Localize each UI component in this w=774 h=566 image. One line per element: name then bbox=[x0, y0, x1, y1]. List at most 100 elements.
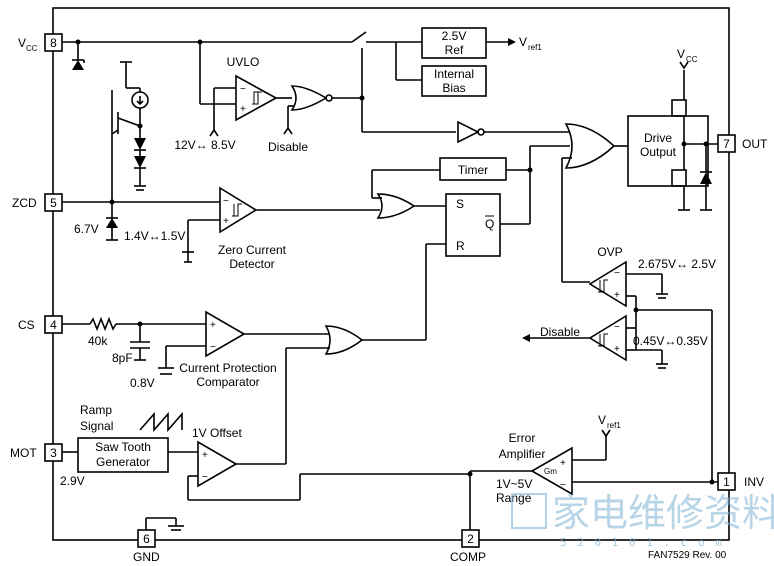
sawtooth-generator bbox=[77, 437, 169, 473]
svg-text:V: V bbox=[677, 47, 685, 61]
svg-text:6: 6 bbox=[143, 532, 150, 546]
revision-label: FAN7529 Rev. 00 bbox=[648, 550, 727, 561]
error-amplifier bbox=[530, 446, 573, 496]
svg-text:Internal: Internal bbox=[434, 67, 474, 81]
svg-text:ref1: ref1 bbox=[607, 421, 621, 430]
svg-text:OUT: OUT bbox=[742, 137, 768, 151]
svg-text:4: 4 bbox=[50, 318, 57, 332]
diode-icon-2 bbox=[134, 156, 146, 168]
svg-text:+: + bbox=[614, 344, 620, 355]
svg-text:−: − bbox=[223, 196, 229, 207]
svg-text:+: + bbox=[210, 320, 216, 331]
svg-text:+: + bbox=[223, 216, 229, 227]
svg-text:V: V bbox=[18, 36, 26, 50]
ramp-waveform-icon bbox=[139, 411, 183, 433]
svg-text:CS: CS bbox=[18, 318, 35, 332]
svg-text:OVP: OVP bbox=[597, 245, 622, 259]
svg-text:Bias: Bias bbox=[442, 81, 465, 95]
svg-text:1V Offset: 1V Offset bbox=[192, 426, 242, 440]
pin-out: 7 OUT bbox=[717, 134, 768, 153]
ref-block bbox=[421, 27, 487, 59]
uvlo-nor-gate bbox=[290, 85, 328, 111]
pin-vcc: 8 V CC bbox=[18, 33, 63, 53]
svg-text:0.45V↔0.35V: 0.45V↔0.35V bbox=[633, 334, 708, 348]
svg-text:+: + bbox=[560, 458, 566, 469]
output-zener-icon bbox=[700, 172, 712, 184]
pwm-comparator bbox=[197, 440, 238, 488]
cs-or-gate bbox=[324, 325, 364, 355]
svg-text:Zero Current: Zero Current bbox=[218, 243, 287, 257]
svg-text:Timer: Timer bbox=[458, 163, 488, 177]
svg-text:Comparator: Comparator bbox=[196, 375, 259, 389]
watermark: 家电维修资料网 5 2 0 1 0 1 . c o m bbox=[511, 491, 774, 549]
diode-icon-1 bbox=[134, 138, 146, 150]
svg-text:COMP: COMP bbox=[450, 550, 486, 564]
svg-text:5: 5 bbox=[50, 196, 57, 210]
zcd-or-gate bbox=[376, 193, 416, 219]
zcd-zener-icon bbox=[106, 218, 118, 228]
svg-text:8pF: 8pF bbox=[112, 351, 133, 365]
svg-text:Error: Error bbox=[509, 431, 536, 445]
svg-text:S: S bbox=[456, 197, 464, 211]
svg-text:Generator: Generator bbox=[96, 455, 150, 469]
svg-text:V: V bbox=[598, 413, 606, 427]
svg-text:V: V bbox=[519, 35, 527, 49]
internal-bias-block bbox=[421, 65, 487, 97]
svg-text:Ref: Ref bbox=[445, 43, 464, 57]
pin-zcd: 5 ZCD bbox=[12, 193, 63, 212]
svg-text:+: + bbox=[240, 104, 246, 115]
svg-text:MOT: MOT bbox=[10, 446, 37, 460]
svg-text:GND: GND bbox=[133, 550, 160, 564]
svg-text:+: + bbox=[614, 290, 620, 301]
resistor-icon bbox=[89, 316, 117, 332]
ovp-comparator bbox=[588, 260, 627, 308]
svg-text:−: − bbox=[240, 84, 246, 95]
svg-text:Ramp: Ramp bbox=[80, 403, 112, 417]
inverter bbox=[457, 120, 480, 144]
svg-text:40k: 40k bbox=[88, 334, 108, 348]
timer-block bbox=[439, 157, 507, 181]
svg-text:CC: CC bbox=[26, 44, 38, 53]
uvlo-comparator bbox=[235, 74, 278, 122]
svg-text:2: 2 bbox=[467, 532, 474, 546]
svg-text:R: R bbox=[456, 239, 465, 253]
pin-gnd: 6 GND bbox=[133, 529, 160, 564]
output-or-gate bbox=[564, 123, 616, 169]
svg-text:2.675V↔ 2.5V: 2.675V↔ 2.5V bbox=[638, 257, 716, 271]
pin-cs: 4 CS bbox=[18, 315, 63, 334]
svg-text:1: 1 bbox=[723, 475, 730, 489]
svg-text:−: − bbox=[614, 268, 620, 279]
svg-text:−: − bbox=[202, 472, 208, 483]
svg-text:−: − bbox=[210, 342, 216, 353]
svg-text:Drive: Drive bbox=[644, 131, 672, 145]
svg-text:INV: INV bbox=[744, 475, 764, 489]
svg-text:ZCD: ZCD bbox=[12, 196, 37, 210]
svg-text:12V↔ 8.5V: 12V↔ 8.5V bbox=[174, 138, 235, 152]
uvp-comparator bbox=[588, 314, 627, 362]
pin-mot: 3 MOT bbox=[10, 443, 63, 462]
svg-text:UVLO: UVLO bbox=[227, 55, 260, 69]
drive-output-block bbox=[627, 115, 709, 187]
svg-text:1.4V↔1.5V: 1.4V↔1.5V bbox=[124, 229, 185, 243]
svg-text:0.8V: 0.8V bbox=[130, 376, 155, 390]
sr-latch bbox=[445, 193, 501, 257]
pin-comp: 2 COMP bbox=[450, 529, 486, 564]
svg-text:1V~5V: 1V~5V bbox=[496, 477, 532, 491]
svg-text:2.9V: 2.9V bbox=[60, 474, 85, 488]
svg-text:8: 8 bbox=[50, 36, 57, 50]
vcc-zener-icon bbox=[72, 60, 84, 70]
svg-text:Current Protection: Current Protection bbox=[179, 361, 276, 375]
svg-text:Saw Tooth: Saw Tooth bbox=[95, 440, 151, 454]
svg-text:Gm: Gm bbox=[544, 467, 557, 476]
svg-text:家电维修资料网: 家电维修资料网 bbox=[552, 491, 774, 535]
svg-text:CC: CC bbox=[686, 55, 698, 64]
svg-text:5 2 0 1 0 1 . c o m: 5 2 0 1 0 1 . c o m bbox=[560, 536, 724, 549]
pin-inv: 1 INV bbox=[717, 472, 764, 491]
high-side-mosfet-icon bbox=[671, 99, 687, 117]
ic-boundary bbox=[52, 7, 730, 541]
svg-text:7: 7 bbox=[723, 137, 730, 151]
svg-text:+: + bbox=[202, 450, 208, 461]
svg-text:2.5V: 2.5V bbox=[442, 29, 467, 43]
low-side-mosfet-icon bbox=[671, 169, 687, 187]
